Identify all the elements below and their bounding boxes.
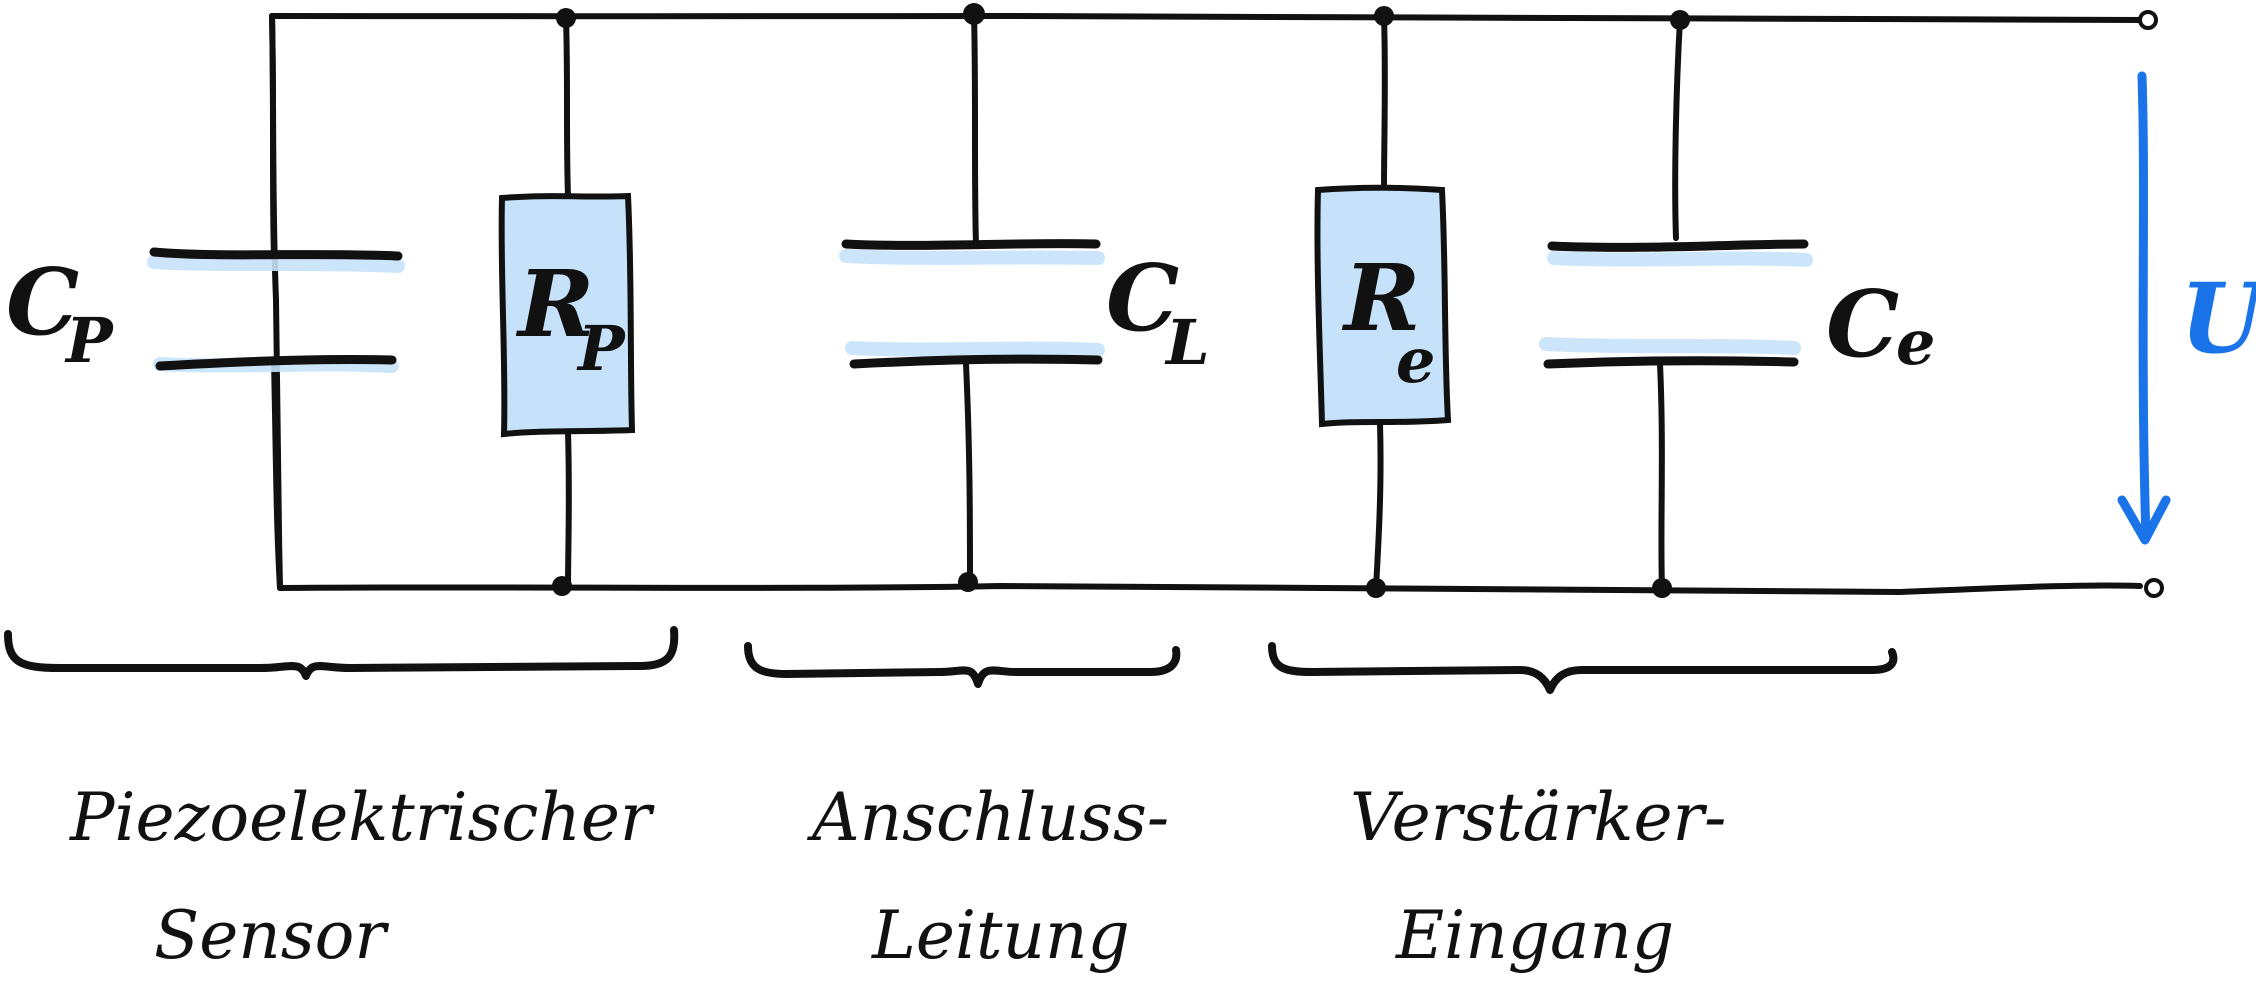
junction-node <box>1652 578 1672 598</box>
group-sensor-line2: Sensor <box>154 897 389 974</box>
voltage-label: U <box>2180 262 2256 375</box>
group-amplifier-line2: Eingang <box>1395 897 1674 974</box>
label-rp-main: R <box>515 250 594 358</box>
capacitor-cp <box>147 13 405 591</box>
label-re-sub: e <box>1396 324 1435 397</box>
group-cable-line1: Anschluss- <box>806 779 1169 856</box>
label-cp-main: C <box>6 248 79 356</box>
junction-node <box>1670 10 1690 30</box>
bottom-rail-wire <box>277 582 2143 595</box>
label-rp-sub: P <box>576 312 627 385</box>
brace-sensor <box>4 626 679 680</box>
capacitor-ce <box>1539 17 1813 591</box>
label-ce-main: C <box>1826 270 1899 378</box>
output-terminal-top <box>2138 10 2158 30</box>
label-re-main: R <box>1341 244 1420 352</box>
label-ce-sub: e <box>1896 306 1935 379</box>
junction-node <box>552 576 572 596</box>
group-amplifier-line1: Verstärker- <box>1350 779 1726 856</box>
brace-cable <box>744 642 1181 688</box>
junction-node <box>556 8 576 28</box>
resistor-rp <box>498 15 636 589</box>
group-sensor-line1: Piezoelektrischer <box>69 779 655 856</box>
brace-amplifier <box>1268 642 1898 694</box>
junction-node <box>963 3 985 25</box>
voltage-arrow <box>2117 71 2171 545</box>
resistor-re <box>1314 13 1452 591</box>
junction-node <box>958 572 978 592</box>
label-cl-sub: L <box>1164 306 1210 379</box>
top-rail-wire <box>269 12 2143 23</box>
junction-node <box>1374 6 1394 26</box>
label-cl-main: C <box>1106 244 1179 352</box>
group-cable-line2: Leitung <box>871 897 1130 974</box>
junction-node <box>1366 578 1386 598</box>
capacitor-cl <box>839 11 1105 587</box>
label-cp-sub: P <box>64 304 115 377</box>
output-terminal-bottom <box>2144 578 2164 598</box>
